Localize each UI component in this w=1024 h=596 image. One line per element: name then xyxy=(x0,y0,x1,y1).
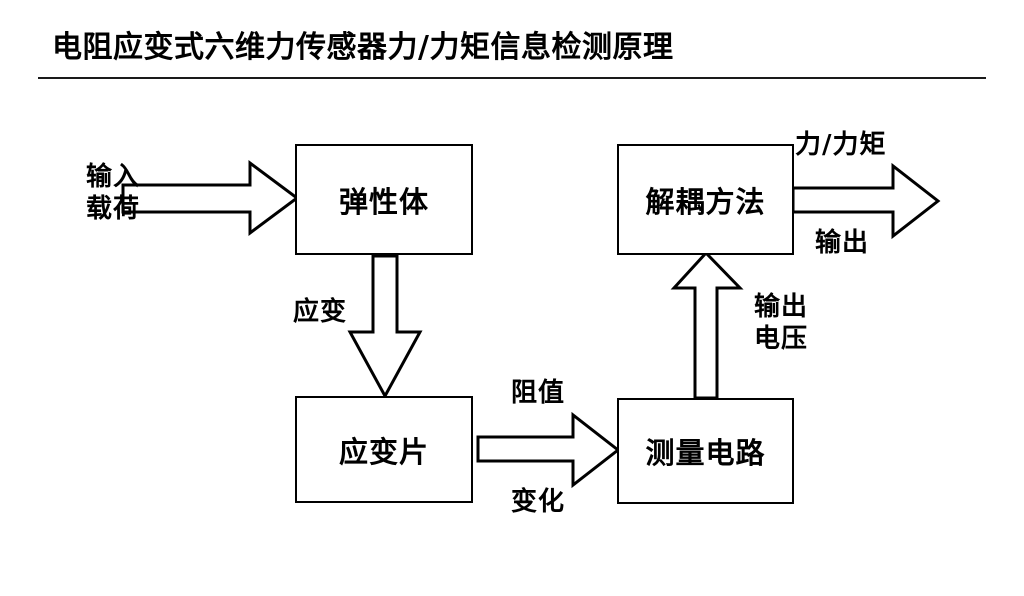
edge-label-strain: 应变 xyxy=(292,297,347,327)
arrow-force-torque-output xyxy=(791,162,941,240)
edge-label-output: 输出 xyxy=(815,228,870,258)
node-decoupling-label: 解耦方法 xyxy=(645,184,766,219)
node-elastic-body[interactable]: 弹性体 xyxy=(295,144,473,255)
edge-label-output-voltage-line1: 输出 xyxy=(753,292,808,322)
edge-label-force-torque: 力/力矩 xyxy=(795,130,887,160)
title-divider xyxy=(38,77,986,79)
node-measure-circuit[interactable]: 测量电路 xyxy=(617,398,794,504)
edge-label-output-voltage-line2: 电压 xyxy=(753,323,808,354)
edge-label-input-load-line1: 输入 xyxy=(85,162,140,192)
edge-label-input-load-line2: 载荷 xyxy=(85,193,140,224)
edge-label-resistance-bottom: 变化 xyxy=(510,487,565,517)
node-measure-circuit-label: 测量电路 xyxy=(645,436,766,470)
arrow-output-voltage-up xyxy=(670,250,744,400)
page-title: 电阻应变式六维力传感器力/力矩信息检测原理 xyxy=(52,30,674,65)
arrow-resistance-change xyxy=(476,411,621,489)
node-elastic-body-label: 弹性体 xyxy=(338,184,429,219)
node-strain-gauge-label: 应变片 xyxy=(338,434,429,469)
edge-label-input-load: 输入 载荷 xyxy=(60,162,166,225)
edge-label-resistance-top: 阻值 xyxy=(510,378,565,408)
arrow-input-load xyxy=(121,160,300,236)
node-decoupling[interactable]: 解耦方法 xyxy=(617,144,794,255)
node-strain-gauge[interactable]: 应变片 xyxy=(295,396,473,503)
arrow-strain-down xyxy=(347,254,423,400)
title-bar: 电阻应变式六维力传感器力/力矩信息检测原理 xyxy=(0,0,1024,90)
edge-label-output-voltage: 输出 电压 xyxy=(736,292,826,355)
